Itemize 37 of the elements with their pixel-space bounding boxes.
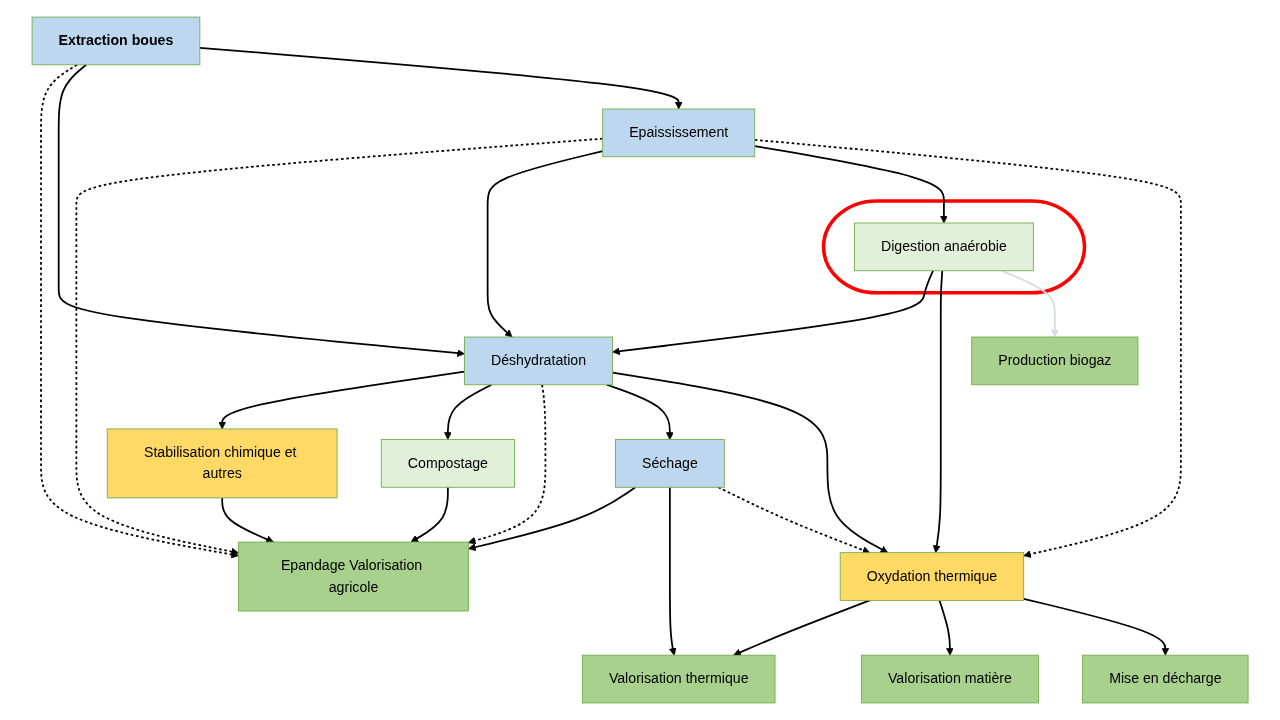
node-box: Valorisation matière [860,654,1039,704]
arrow [938,599,954,656]
arrow [221,497,274,543]
node-box: Stabilisation chimique et autres [106,428,338,499]
node-box: Compostage [380,439,515,488]
node-box: Epaississement [602,108,756,158]
arrow [40,63,239,559]
arrow [198,46,683,110]
arrow [605,383,674,440]
node-box: Digestion anaérobie [854,222,1034,272]
arrow [753,145,948,224]
arrow [486,150,604,338]
arrow [612,269,934,356]
arrow [1000,269,1059,338]
arrow [717,486,871,554]
arrow [1022,597,1170,656]
node-box: Valorisation thermique [581,654,776,704]
arrow [668,486,677,656]
node-box: Extraction boues [31,16,201,66]
arrow [467,383,547,545]
arrow [218,370,466,430]
arrow [75,137,604,556]
arrow [733,599,871,656]
arrow [467,486,637,551]
arrow [443,383,493,440]
node-box: Production biogaz [971,336,1139,386]
arrow [57,63,465,357]
arrow [611,371,889,554]
node-box: Séchage [614,439,725,488]
cluster [821,199,1087,295]
arrow [932,269,944,554]
node-box: Epandage Valorisation agricole [238,541,469,612]
arrow [753,138,1182,558]
node-box: Mise en décharge [1082,654,1249,704]
node-box: Oxydation thermique [839,552,1025,601]
node-box: Déshydratation [463,336,613,386]
arrow [410,486,449,543]
